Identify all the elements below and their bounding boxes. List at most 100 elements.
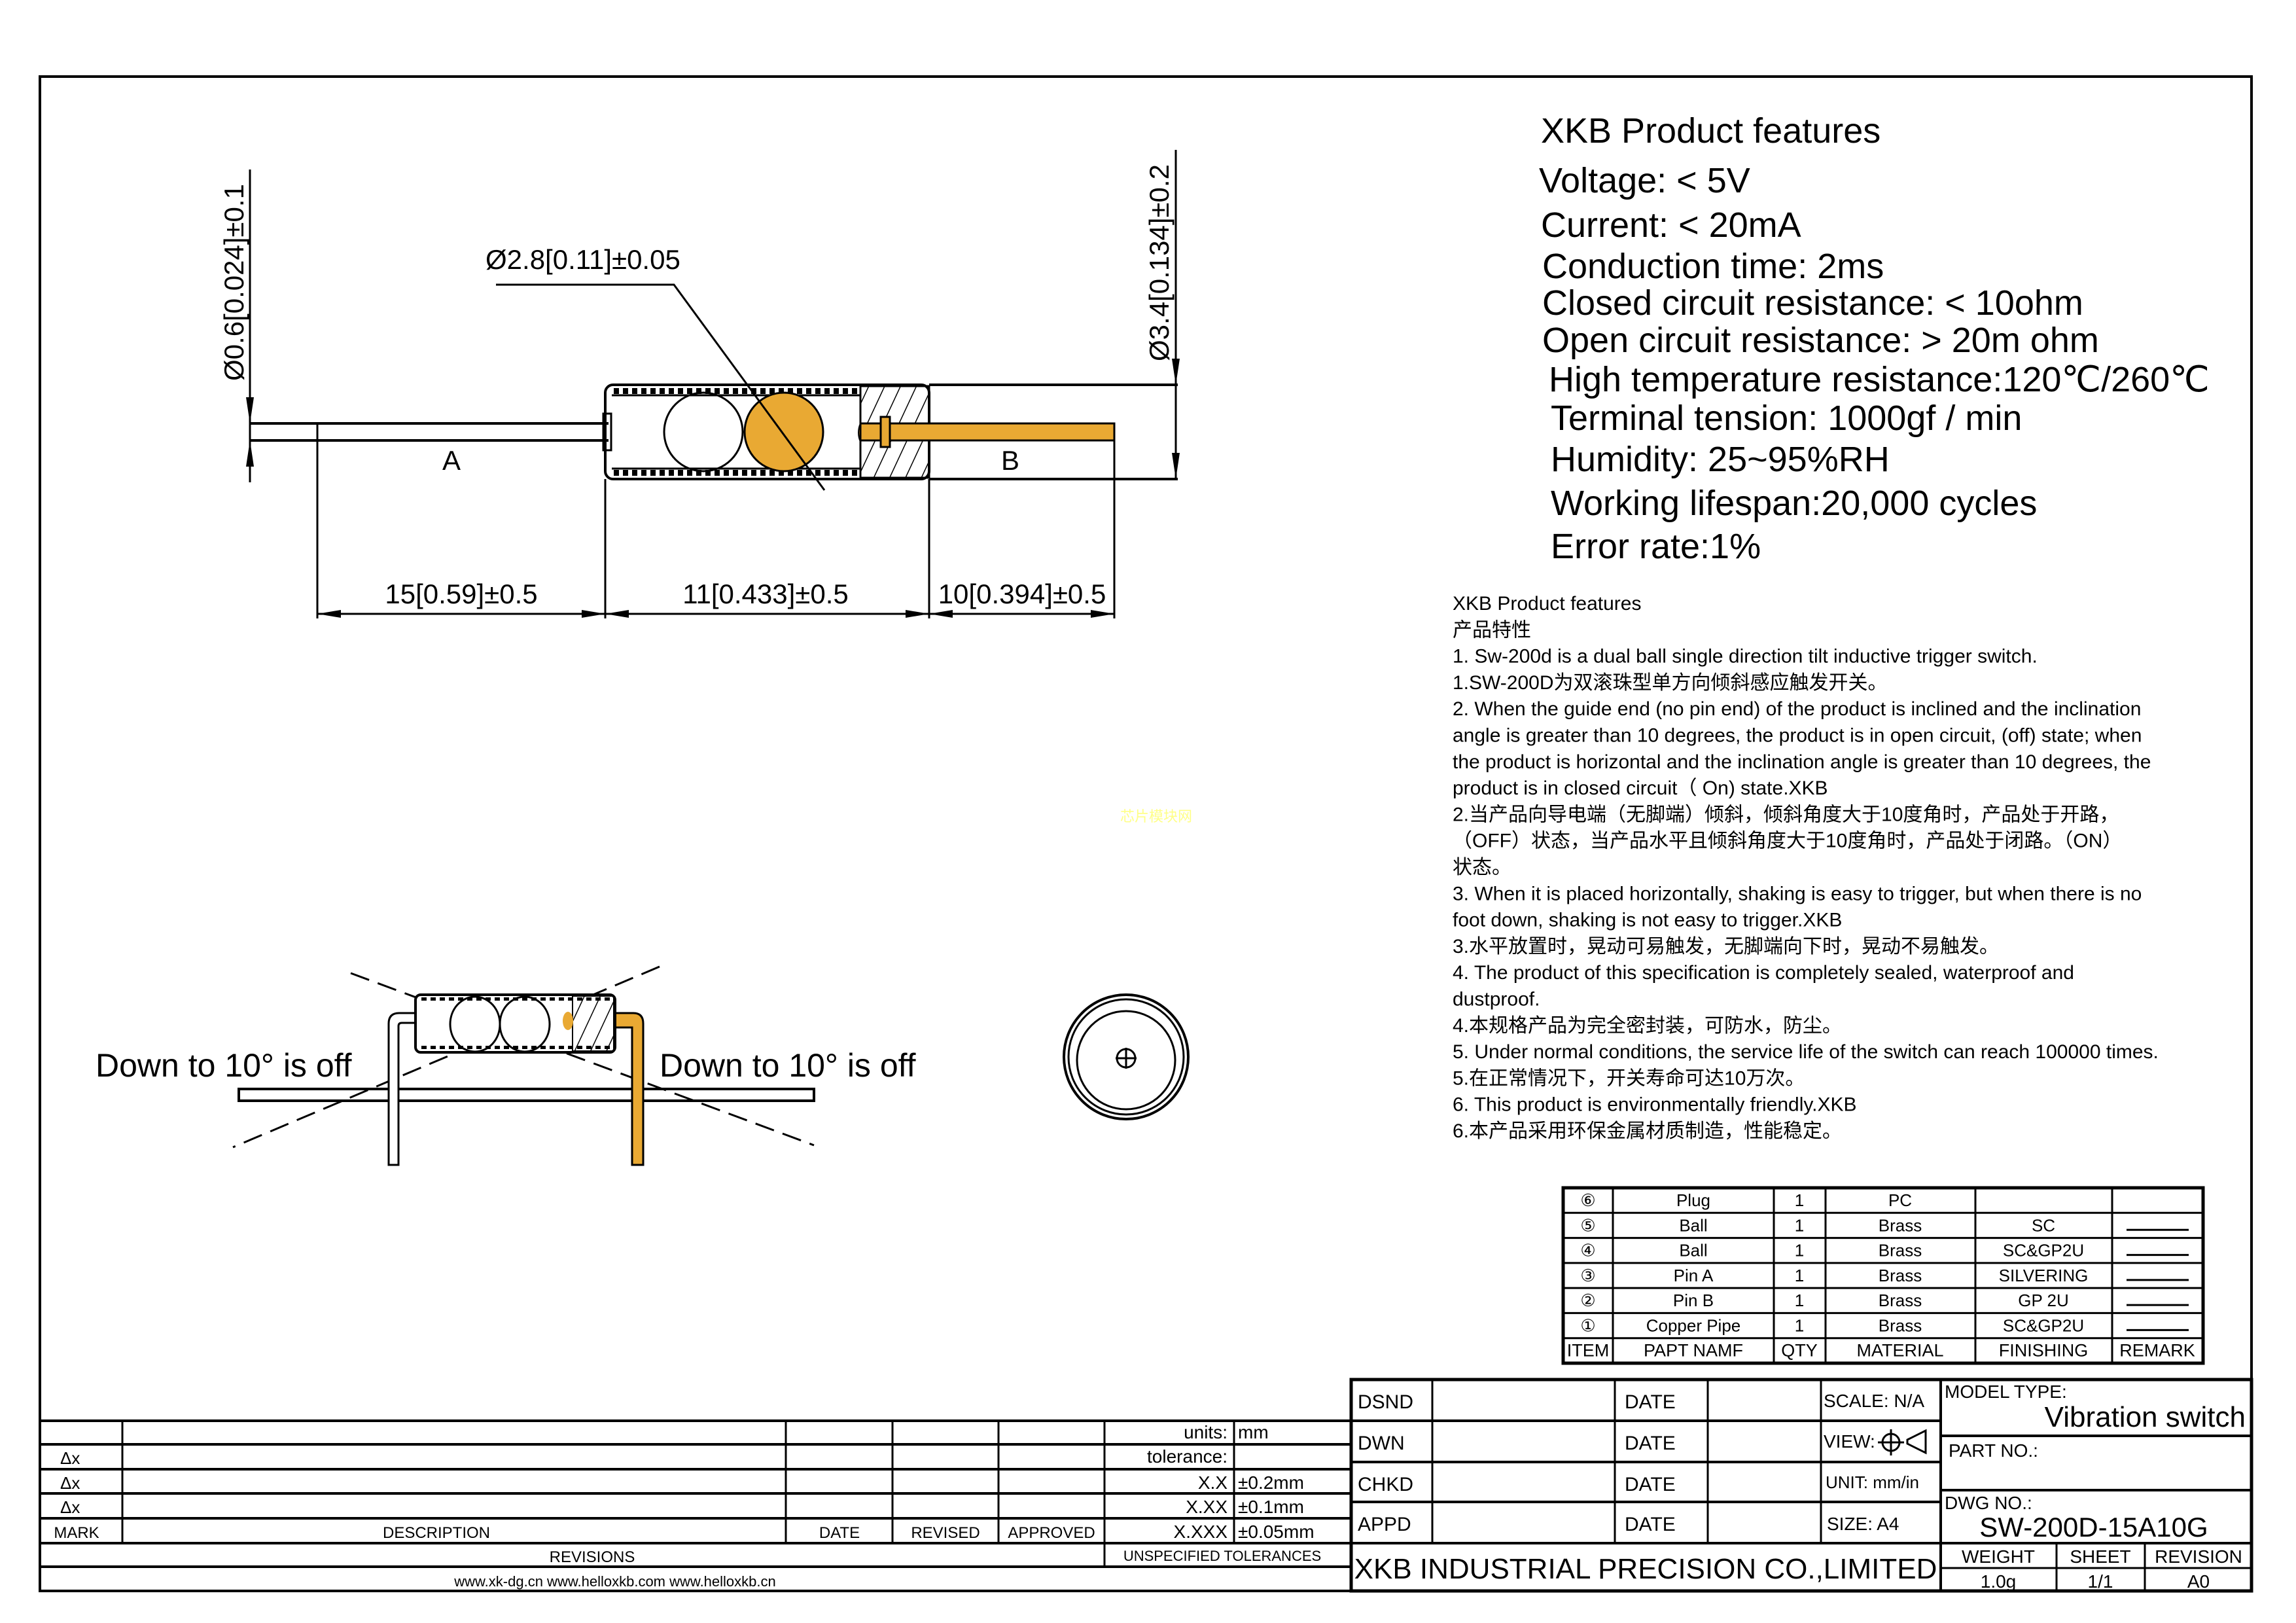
- feature-item: Humidity: 25~95%RH: [1551, 440, 1890, 479]
- parts-cell-name: Copper Pipe: [1646, 1315, 1741, 1335]
- feature-item: Current: < 20mA: [1541, 205, 1801, 245]
- pipe-wall-bottom: [419, 1046, 612, 1049]
- parts-cell-finishing: GP 2U: [2018, 1291, 2069, 1310]
- view-label: VIEW:: [1824, 1431, 1875, 1452]
- side-view-drawing: Ø0.6[0.024]±0.1 Ø3.4[0.134]±0.2 Ø2.8[0.1…: [219, 150, 1180, 618]
- description-line: 1. Sw-200d is a dual ball single directi…: [1453, 646, 2038, 668]
- signoff-role-label: DSND: [1358, 1391, 1413, 1413]
- description-line: 状态。: [1453, 857, 1511, 878]
- end-view-rim: [1067, 998, 1185, 1116]
- watermark: 芯片模块网: [1120, 808, 1192, 825]
- parts-cell-name: Plug: [1676, 1190, 1710, 1210]
- description-line: 6. This product is environmentally frien…: [1453, 1094, 1857, 1116]
- feature-item: Open circuit resistance: > 20m ohm: [1542, 321, 2099, 360]
- parts-cell-finishing: SC&GP2U: [2003, 1315, 2084, 1335]
- description-line: 2. When the guide end (no pin end) of th…: [1453, 698, 2141, 720]
- description-line: 6.本产品采用环保金属材质制造，性能稳定。: [1453, 1120, 1842, 1142]
- pin-b: [859, 422, 1116, 442]
- pcb-board: [238, 1088, 815, 1102]
- description-line: 1.SW-200D为双滚珠型单方向倾斜感应触发开关。: [1453, 672, 1888, 694]
- description-line: 5.在正常情况下，开关寿命可达10万次。: [1453, 1067, 1805, 1089]
- model-type-label: MODEL TYPE:: [1945, 1382, 2067, 1402]
- parts-cell-material: PC: [1888, 1190, 1912, 1210]
- revision-header: MARK: [54, 1524, 99, 1542]
- description-line: product is in closed circuit（ On) state.…: [1453, 777, 1828, 799]
- parts-header-cell: ITEM: [1567, 1341, 1610, 1361]
- parts-header-cell: FINISHING: [1999, 1341, 2089, 1361]
- revision-value: A0: [2187, 1571, 2210, 1592]
- signoff-date-label: DATE: [1625, 1391, 1676, 1413]
- revision-header: DATE: [819, 1524, 860, 1542]
- pipe-wall-bottom: [612, 470, 860, 476]
- parts-cell-finishing: SC&GP2U: [2003, 1241, 2084, 1260]
- ball-outline: [499, 995, 551, 1053]
- switch-body: [414, 993, 616, 1054]
- tolerance-value: ±0.2mm: [1238, 1472, 1304, 1493]
- sheet-label: SHEET: [2070, 1546, 2130, 1567]
- part-no-label: PART NO.:: [1949, 1440, 2038, 1461]
- description-line: 4.本规格产品为完全密封装，可防水，防尘。: [1453, 1015, 1842, 1037]
- size-label: SIZE: A4: [1827, 1514, 1899, 1534]
- tilt-limit-dashed-line: [232, 965, 660, 1149]
- revision-mark: Δx: [60, 1448, 80, 1468]
- description-line: angle is greater than 10 degrees, the pr…: [1453, 725, 2142, 747]
- revision-label: REVISION: [2155, 1546, 2242, 1567]
- parts-cell-qty: 1: [1795, 1266, 1804, 1285]
- tolerance-label: tolerance:: [1147, 1446, 1227, 1467]
- ball-2: [743, 391, 824, 473]
- signoff-date-label: DATE: [1625, 1433, 1676, 1454]
- dim-length-a: 15[0.59]±0.5: [385, 579, 537, 609]
- description-line: 2.当产品向导电端（无脚端）倾斜，倾斜角度大于10度角时，产品处于开路，: [1453, 804, 2119, 825]
- parts-cell-item: ②: [1580, 1291, 1595, 1310]
- parts-cell-name: Pin B: [1673, 1291, 1714, 1310]
- dim-ball-diameter: Ø2.8[0.11]±0.05: [486, 244, 680, 275]
- end-view-drawing: [1063, 993, 1190, 1120]
- end-view-inner-circle: [1076, 1010, 1176, 1111]
- dwg-no-value: SW-200D-15A10G: [1979, 1512, 2208, 1543]
- signoff-role-label: CHKD: [1358, 1474, 1413, 1495]
- dwg-no-label: DWG NO.:: [1945, 1493, 2032, 1513]
- description-line: dustproof.: [1453, 989, 1540, 1010]
- dim-pin-diameter: Ø0.6[0.024]±0.1: [219, 184, 249, 381]
- dim-body-diameter: Ø3.4[0.134]±0.2: [1144, 164, 1174, 361]
- parts-cell-material: Brass: [1879, 1215, 1922, 1235]
- revision-header: DESCRIPTION: [383, 1524, 490, 1542]
- description-line: XKB Product features: [1453, 593, 1642, 615]
- feature-item: Conduction time: 2ms: [1542, 247, 1884, 286]
- signoff-role-label: DWN: [1358, 1433, 1405, 1454]
- description-line: foot down, shaking is not easy to trigge…: [1453, 910, 1842, 931]
- description-line: 4. The product of this specification is …: [1453, 962, 2074, 984]
- pin-a-head: [602, 412, 612, 452]
- parts-cell-item: ④: [1580, 1241, 1595, 1260]
- feature-item: Working lifespan:20,000 cycles: [1551, 484, 2037, 523]
- revision-mark: Δx: [60, 1473, 80, 1493]
- parts-cell-name: Ball: [1679, 1215, 1707, 1235]
- parts-header-cell: MATERIAL: [1856, 1341, 1943, 1361]
- revision-header: APPROVED: [1008, 1524, 1095, 1542]
- parts-cell-item: ③: [1580, 1266, 1595, 1285]
- tilt-label-left: Down to 10° is off: [96, 1047, 352, 1084]
- parts-header-cell: REMARK: [2119, 1341, 2195, 1361]
- label-b: B: [1001, 445, 1019, 476]
- center-cross-icon: [1116, 1048, 1137, 1069]
- dimension-arrows: [246, 397, 254, 467]
- label-a: A: [442, 445, 461, 476]
- weight-value: 1.0g: [1981, 1571, 2017, 1592]
- description-line: 3. When it is placed horizontally, shaki…: [1453, 883, 2142, 904]
- parts-cell-qty: 1: [1795, 1215, 1804, 1235]
- pin-b-collar: [879, 416, 891, 448]
- dimension-arrows: [1172, 359, 1180, 479]
- parts-cell-qty: 1: [1795, 1291, 1804, 1310]
- dim-length-b: 10[0.394]±0.5: [938, 579, 1106, 609]
- tolerance-format: X.XXX: [1174, 1522, 1228, 1542]
- pipe-wall-top: [612, 388, 860, 394]
- parts-cell-material: Brass: [1879, 1241, 1922, 1260]
- weight-label: WEIGHT: [1962, 1546, 2035, 1567]
